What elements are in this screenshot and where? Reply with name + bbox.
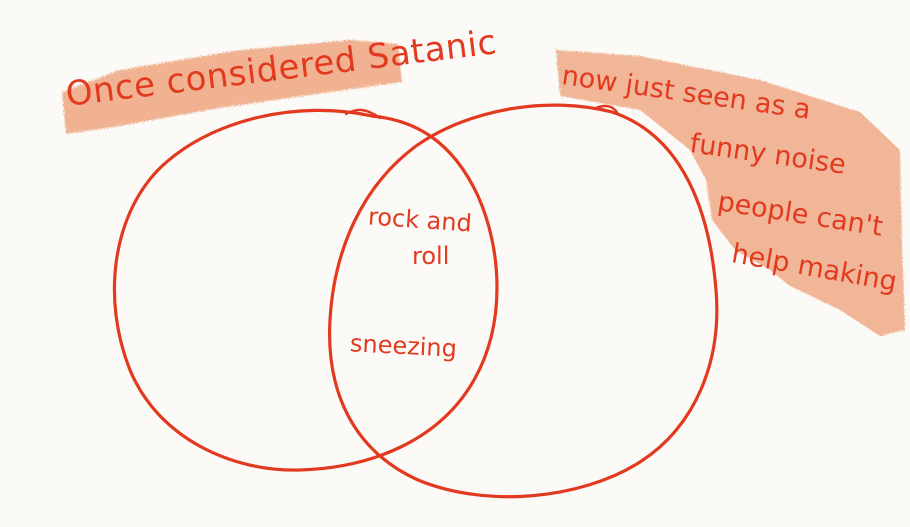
intersection-item-sneezing: sneezing: [349, 329, 458, 363]
right-label-highlight: [556, 50, 905, 336]
left-label-highlight: [62, 40, 402, 134]
intersection-item-rock-line2: roll: [412, 242, 450, 270]
left-circle-overlap-stroke: [344, 108, 382, 120]
right-set-circle: [328, 103, 719, 499]
right-circle-overlap-stroke: [594, 104, 620, 116]
left-set-circle: [112, 108, 499, 472]
intersection-item-rock-line1: rock and: [367, 202, 473, 238]
